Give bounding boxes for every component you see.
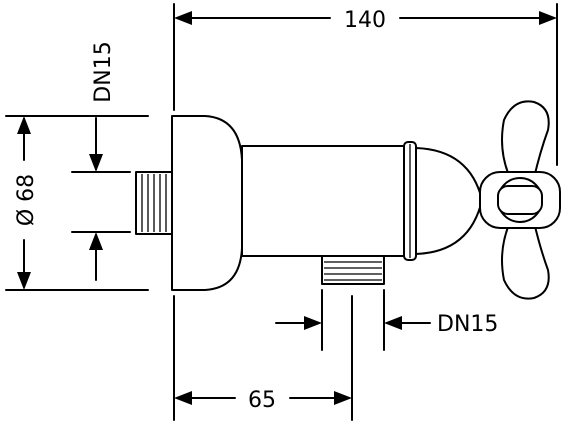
outlet-thread: [321, 255, 385, 285]
dimension-overall-length: 140: [173, 3, 558, 166]
valve-body: [171, 115, 483, 291]
dimension-label-diameter: Ø 68: [14, 174, 39, 226]
dimension-inlet-thread: DN15: [71, 41, 131, 281]
dimension-label-inlet-thread: DN15: [91, 41, 116, 102]
dimension-label-outlet-thread: DN15: [437, 312, 498, 337]
dimension-outlet-offset: 65: [173, 295, 353, 421]
dimension-label-overall-length: 140: [344, 8, 386, 33]
inlet-thread: [135, 171, 173, 235]
dimension-diameter: Ø 68: [5, 115, 149, 291]
cross-handle: [479, 100, 561, 300]
dimension-label-outlet-offset: 65: [248, 388, 276, 413]
dimension-outlet-thread: DN15: [275, 289, 498, 351]
